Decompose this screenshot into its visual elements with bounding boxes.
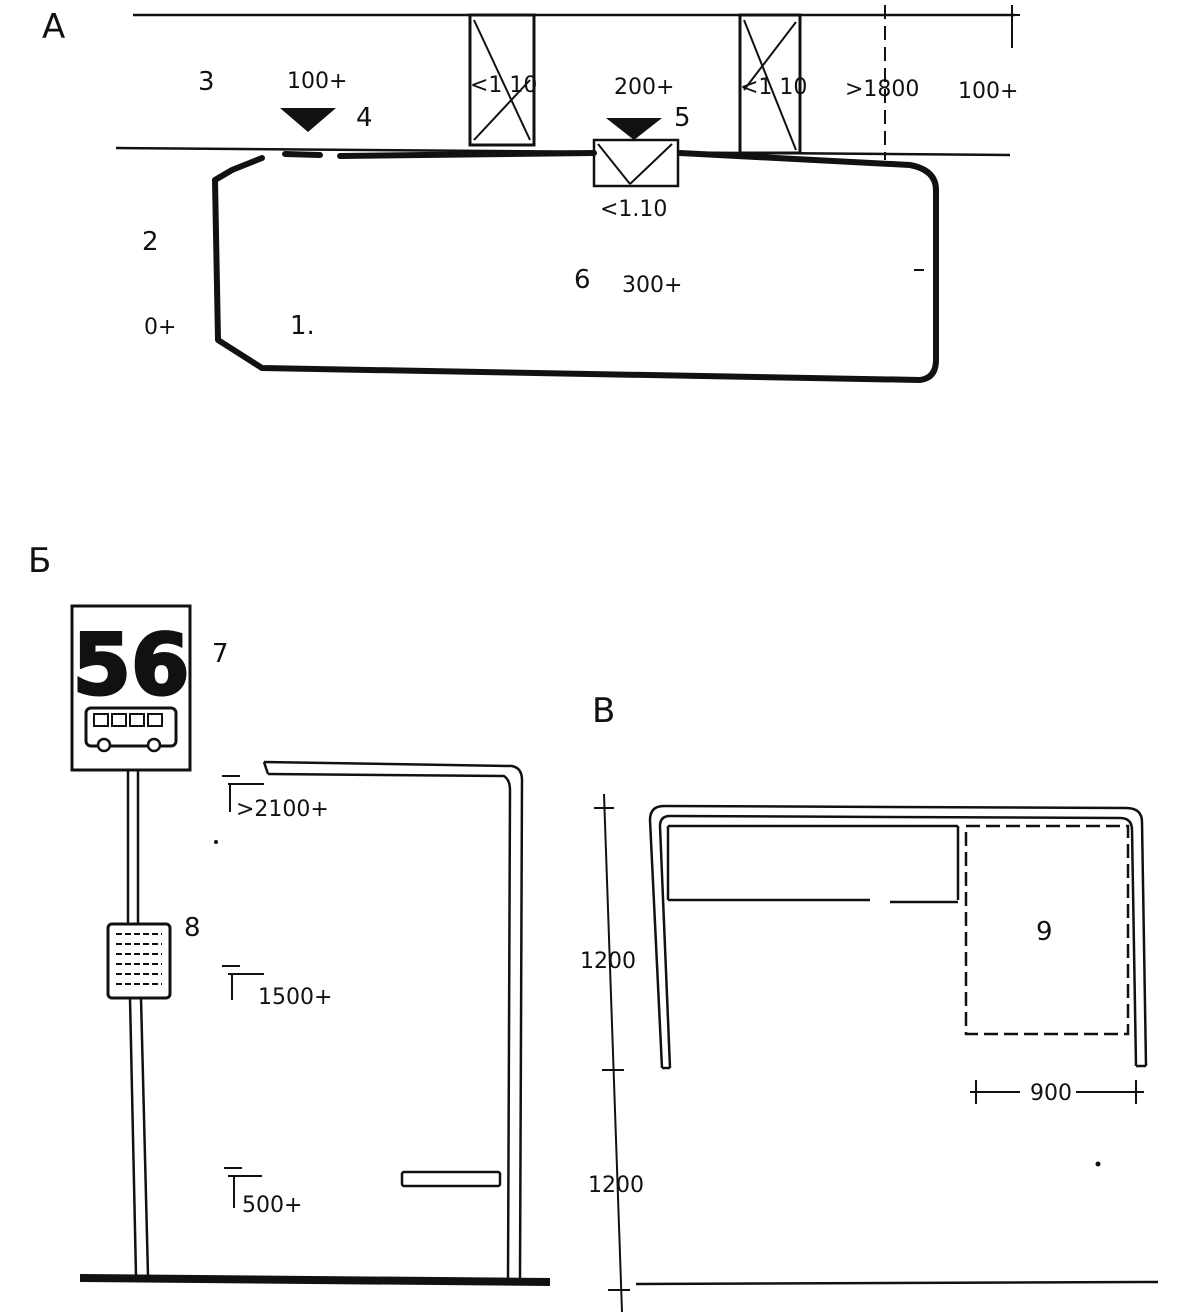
label-3: 3	[198, 67, 215, 97]
label-4: 4	[356, 103, 373, 133]
stair-left-slope: <1 10	[470, 73, 537, 98]
bus-icon	[84, 706, 178, 753]
ramp-slope: <1.10	[600, 197, 667, 222]
panel-v-letter: В	[592, 691, 615, 731]
panel-b: Б 56 7	[28, 541, 551, 1286]
level-100-right: 100+	[958, 79, 1018, 104]
ground-line-front	[635, 1280, 1159, 1286]
height-2100: >2100+	[236, 797, 329, 822]
shelter-bench	[400, 1170, 502, 1188]
sidewalk-width: >1800	[845, 77, 919, 102]
label-1: 1.	[290, 311, 315, 341]
shelter-frame-side	[262, 760, 524, 1279]
label-9: 9	[1036, 917, 1053, 947]
height-upper: 1200	[580, 949, 636, 974]
label-8: 8	[184, 913, 201, 943]
level-0: 0+	[144, 315, 176, 340]
level-200: 200+	[614, 75, 674, 100]
platform-ramp	[592, 138, 680, 188]
space-width: 900	[1030, 1081, 1072, 1106]
height-1500: 1500+	[258, 985, 332, 1010]
height-lower: 1200	[588, 1173, 644, 1198]
panel-a-letter: А	[42, 7, 65, 47]
label-2: 2	[142, 227, 159, 257]
bus-stop-sign: 56	[70, 604, 192, 772]
label-6: 6	[574, 265, 591, 295]
level-triangle-icon	[606, 118, 662, 140]
level-triangle-icon	[280, 108, 336, 132]
label-5: 5	[674, 103, 691, 133]
panel-b-letter: Б	[28, 541, 51, 581]
shelter-back-panel	[666, 824, 960, 904]
shelter-frame-front	[648, 804, 1148, 1070]
crossing-ramp-right	[738, 13, 802, 155]
height-marker-2100	[222, 775, 264, 812]
stop-platform-outline	[212, 150, 939, 383]
height-500: 500+	[242, 1193, 302, 1218]
level-300: 300+	[622, 273, 682, 298]
stair-right-slope: <1 10	[740, 75, 807, 100]
height-marker-500	[224, 1167, 262, 1208]
label-7: 7	[212, 639, 229, 669]
level-100-left: 100+	[287, 69, 347, 94]
ground-line	[79, 1274, 551, 1286]
panel-a: А 3 100+	[42, 5, 1020, 383]
crossing-ramp-left	[468, 13, 536, 147]
timetable-board	[106, 922, 172, 1000]
route-number: 56	[73, 616, 190, 714]
height-dimension-line	[603, 793, 623, 1313]
panel-v: В 1200 1200 9 900	[580, 691, 1159, 1313]
height-marker-1500	[222, 965, 264, 1000]
wheelchair-space	[964, 824, 1130, 1036]
